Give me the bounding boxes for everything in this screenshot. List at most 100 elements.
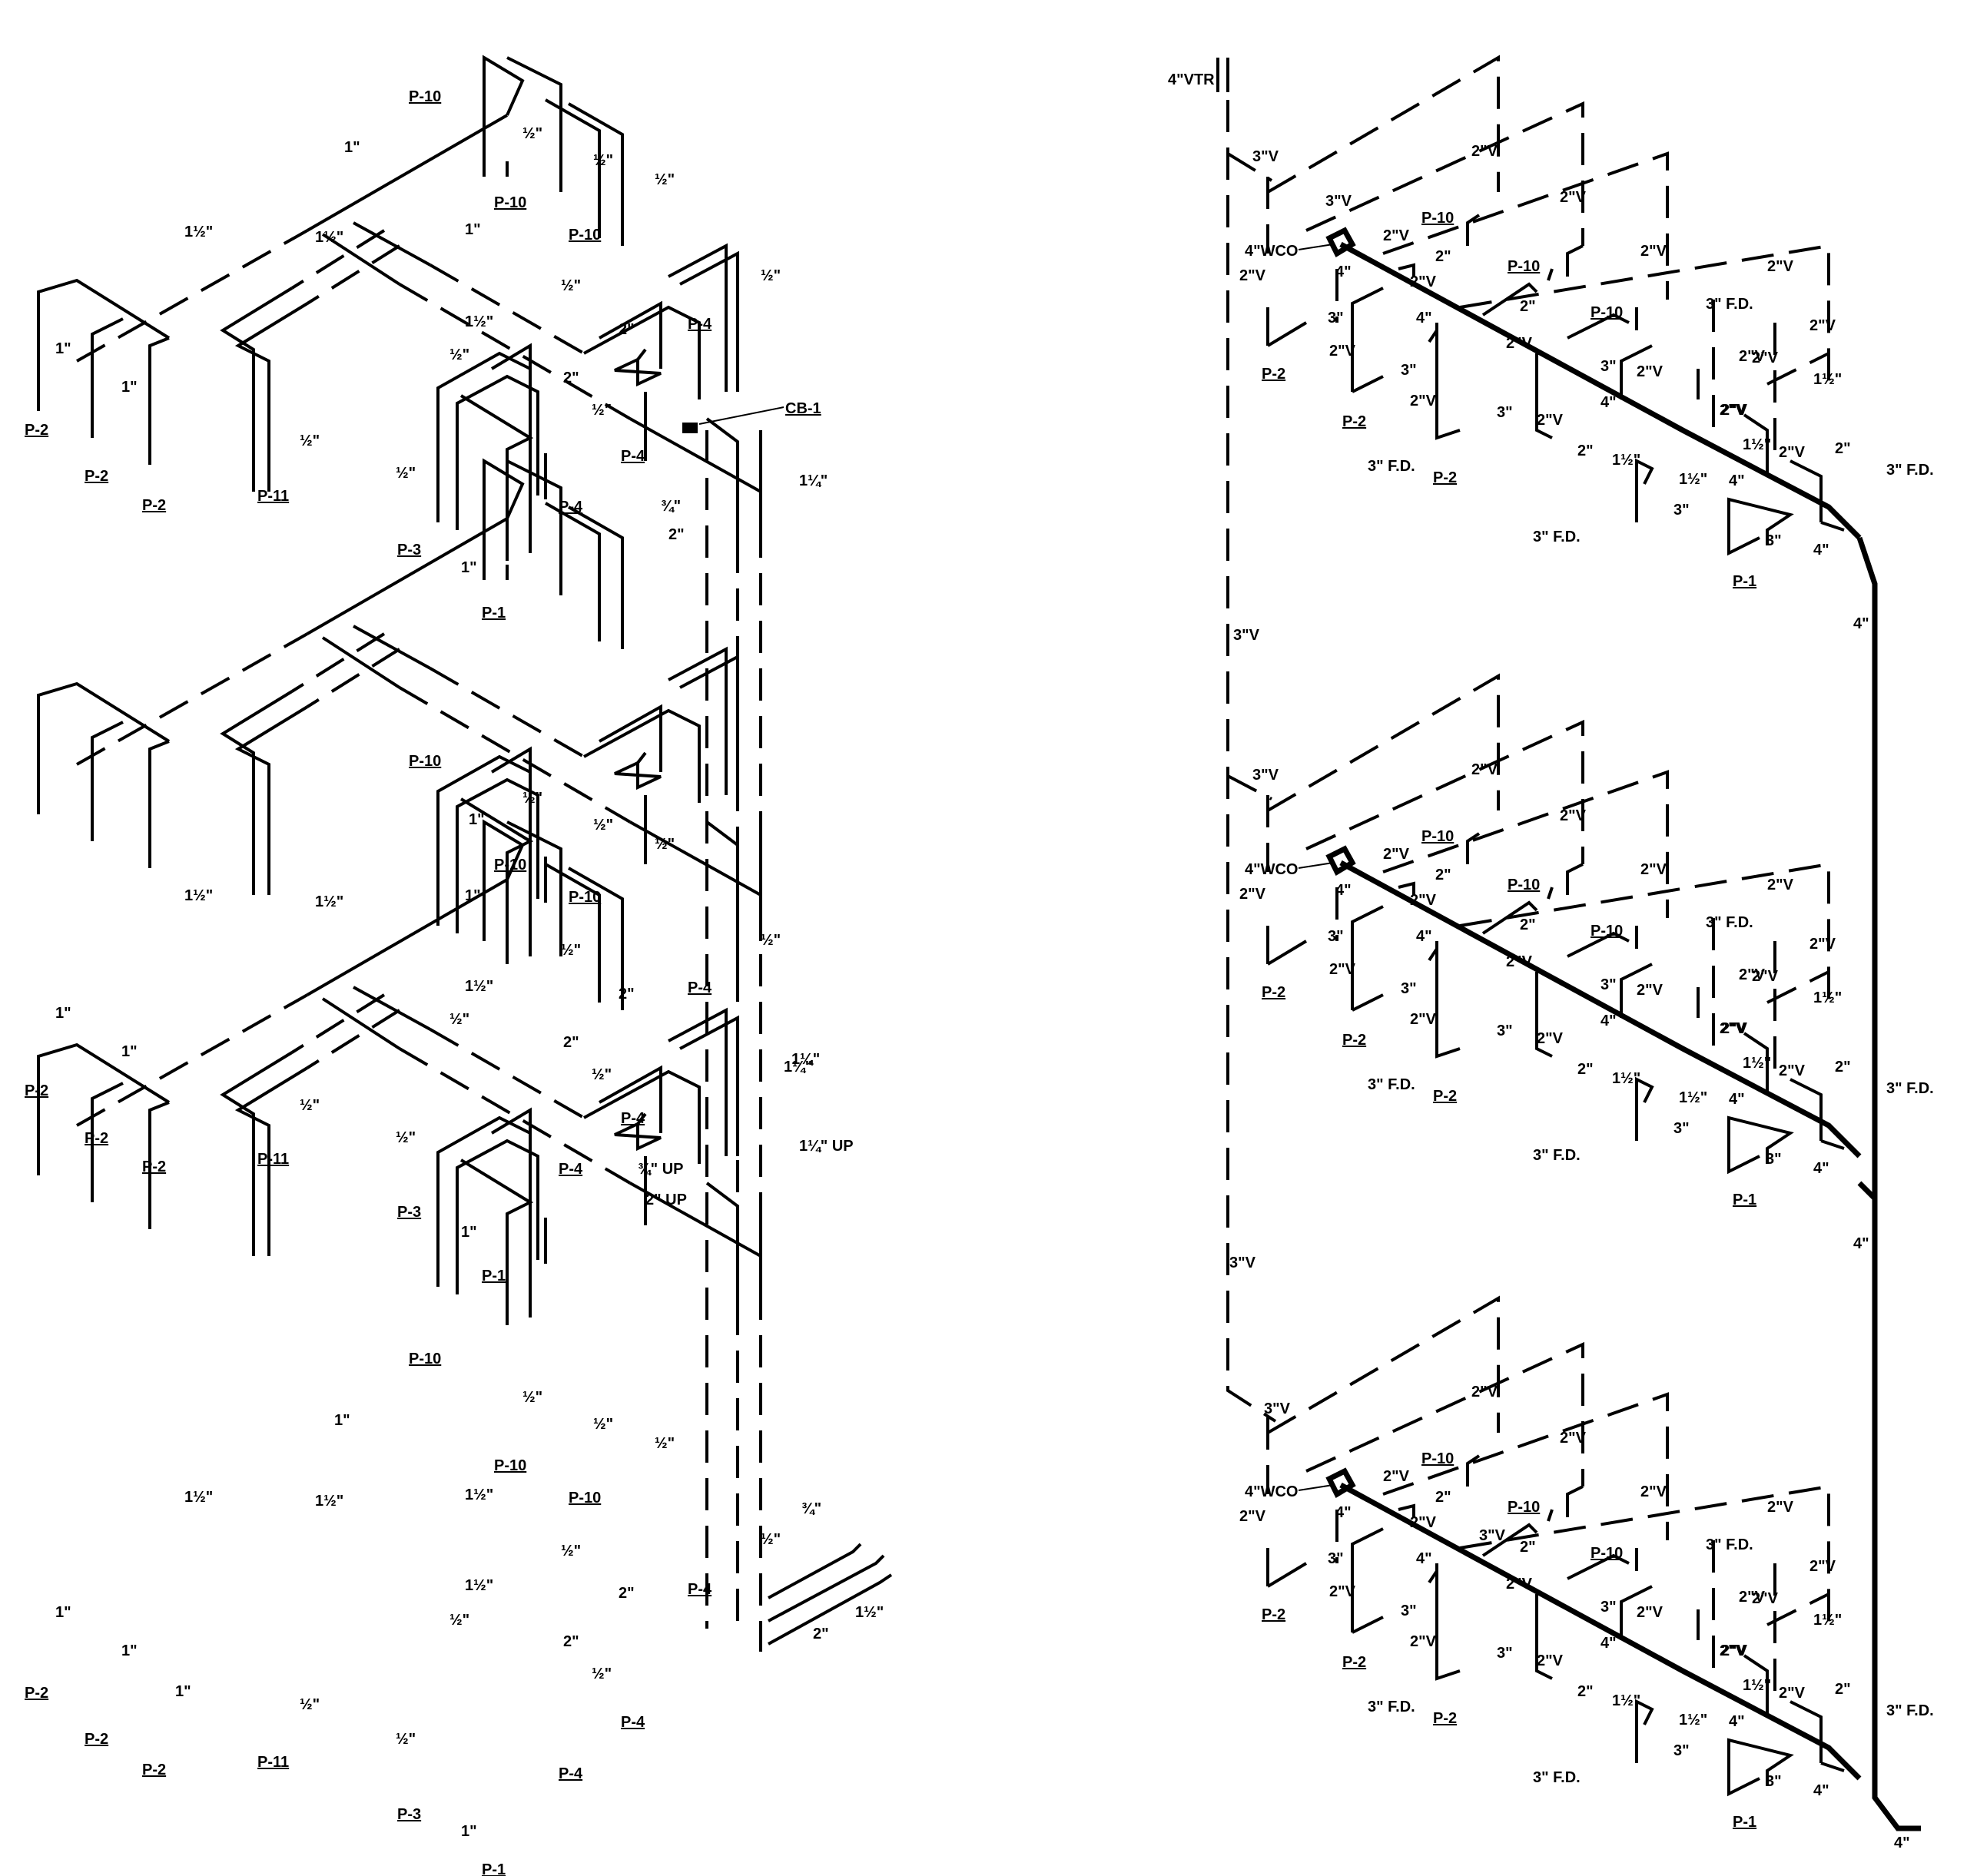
size-label: 2"V [1637, 982, 1663, 999]
size-label: 1¼" [799, 472, 828, 489]
size-label: 4" [1853, 615, 1869, 632]
size-label: 3" [1401, 1603, 1417, 1619]
size-label: ¾" [661, 498, 681, 515]
size-label: ½" [300, 1696, 320, 1713]
size-label: ½" [593, 1416, 613, 1433]
size-label: ½" [593, 817, 613, 834]
size-label: 2"V [1506, 1576, 1533, 1593]
fixture-label: CB-1 [785, 400, 821, 417]
size-label: 4" [1600, 1635, 1617, 1652]
size-label: ¾" [801, 1500, 821, 1517]
size-label: 2"V [1537, 1652, 1564, 1669]
size-label: 3"V [1229, 1255, 1256, 1271]
size-label: 3" [1497, 404, 1513, 421]
size-label: 4" [1416, 928, 1432, 945]
fixture-label: P-4 [559, 1765, 583, 1782]
size-label: 3"V [1325, 193, 1352, 210]
size-label: 3" F.D. [1886, 1080, 1934, 1097]
size-label: 3" [1766, 1773, 1782, 1790]
size-label: 2"V [1537, 1030, 1564, 1047]
size-label: 2"V [1779, 1062, 1806, 1079]
size-label: 1" [175, 1683, 191, 1700]
fixture-label: P-1 [482, 605, 506, 621]
fixture-label: P-2 [1262, 366, 1285, 383]
fixture-label: P-3 [397, 1204, 421, 1221]
size-label: 2"V [1721, 402, 1748, 419]
size-label: 1½" [1813, 1612, 1842, 1629]
size-label: 2"V [1720, 1642, 1746, 1659]
soil-stack [1872, 1198, 1921, 1831]
fixture-label: P-2 [1433, 1088, 1457, 1105]
size-label: 1½" [315, 893, 343, 910]
size-label: 4" [1600, 1013, 1617, 1029]
size-label: 3" F.D. [1706, 1536, 1753, 1553]
size-label: 2"V [1239, 1508, 1266, 1525]
size-label: 3" [1497, 1645, 1513, 1662]
fixture-label: P-3 [397, 542, 421, 558]
size-label: ½" [300, 433, 320, 449]
size-label: 1½" [1743, 1677, 1771, 1694]
fixture-label: P-1 [482, 1861, 506, 1876]
size-label: 2"V [1767, 1499, 1794, 1516]
fixture-label: P-1 [482, 1268, 506, 1284]
size-label: ½" [761, 932, 781, 949]
size-label: 1½" [1679, 1089, 1707, 1106]
size-label: 3" [1600, 358, 1617, 375]
size-label: ½" [592, 1666, 612, 1682]
vent-stack [1226, 152, 1273, 182]
size-label: ¾" UP [638, 1161, 684, 1178]
size-label: 4" [1729, 472, 1745, 489]
size-label: 2"V [1640, 861, 1667, 878]
fixture-label: P-10 [409, 88, 441, 105]
size-label: ½" [522, 1389, 542, 1406]
size-label: 2"V [1752, 1590, 1779, 1607]
size-label: 2" [1435, 1489, 1451, 1506]
size-label: 2" [1520, 298, 1536, 315]
size-label: 2" [1835, 1681, 1851, 1698]
size-label: 2"V [1767, 258, 1794, 275]
size-label: 2"V [1752, 350, 1779, 366]
fixture-label: P-4 [621, 1714, 645, 1731]
dwv-floor-3: P-10 P-10 P-10 P-2 P-2 P-2 P-1 3"V 4"WCO… [1239, 1298, 1934, 1831]
fixture-label: P-10 [569, 889, 601, 906]
vent-stack [1227, 774, 1272, 800]
fixture-label: P-10 [1591, 923, 1623, 940]
size-label: 2"V [1537, 412, 1564, 429]
size-label: 1½" [465, 313, 493, 330]
fixture-label: P-4 [688, 1581, 712, 1598]
size-label: 3" F.D. [1368, 1076, 1415, 1093]
size-label: ½" [522, 125, 542, 142]
size-label: 2"V [1809, 317, 1836, 334]
size-label: 2"V [1637, 363, 1663, 380]
fixture-label: P-10 [494, 857, 526, 873]
size-label: 2" [1435, 248, 1451, 265]
size-label: ½" [561, 277, 581, 294]
size-label: ½" [300, 1097, 320, 1114]
size-label: ½" [396, 1129, 416, 1146]
fixture-label: P-10 [409, 1351, 441, 1367]
size-label: 2" [1520, 916, 1536, 933]
size-label: 3" F.D. [1533, 529, 1581, 545]
size-label: 3" F.D. [1886, 1702, 1934, 1719]
dwv-floor-2: P-10 P-10 P-10 P-2 P-2 P-2 P-1 3"V 4"WCO… [1239, 676, 1934, 1208]
size-label: 1" [465, 221, 481, 238]
fixture-label: P-1 [1733, 1192, 1756, 1208]
dwv-floor-1: P-10 P-10 P-10 P-2 P-2 P-2 P-1 3"V 3"V 4… [1239, 58, 1934, 590]
size-label: ½" [561, 942, 581, 959]
fixture-label: P-2 [1433, 469, 1457, 486]
size-label: 2"V [1809, 1558, 1836, 1575]
size-label: 3"V [1252, 767, 1279, 784]
water-floor-1: P-10 P-10 P-10 P-2 P-2 P-2 P-11 P-3 P-4 … [25, 56, 828, 1068]
size-label: ½" [561, 1543, 581, 1559]
size-label: 1" [334, 1412, 350, 1429]
fixture-label: P-4 [559, 1161, 583, 1178]
fixture-label: P-2 [85, 468, 108, 485]
fixture-label: P-3 [397, 1806, 421, 1823]
size-label: 1½" [465, 1577, 493, 1594]
fixture-label: P-2 [142, 497, 166, 514]
size-label: 2" [1577, 1683, 1594, 1700]
size-label: 3" [1766, 532, 1782, 549]
size-label: 2"V [1471, 761, 1498, 778]
main-pipe [768, 1543, 862, 1599]
size-label: 3" [1401, 980, 1417, 997]
